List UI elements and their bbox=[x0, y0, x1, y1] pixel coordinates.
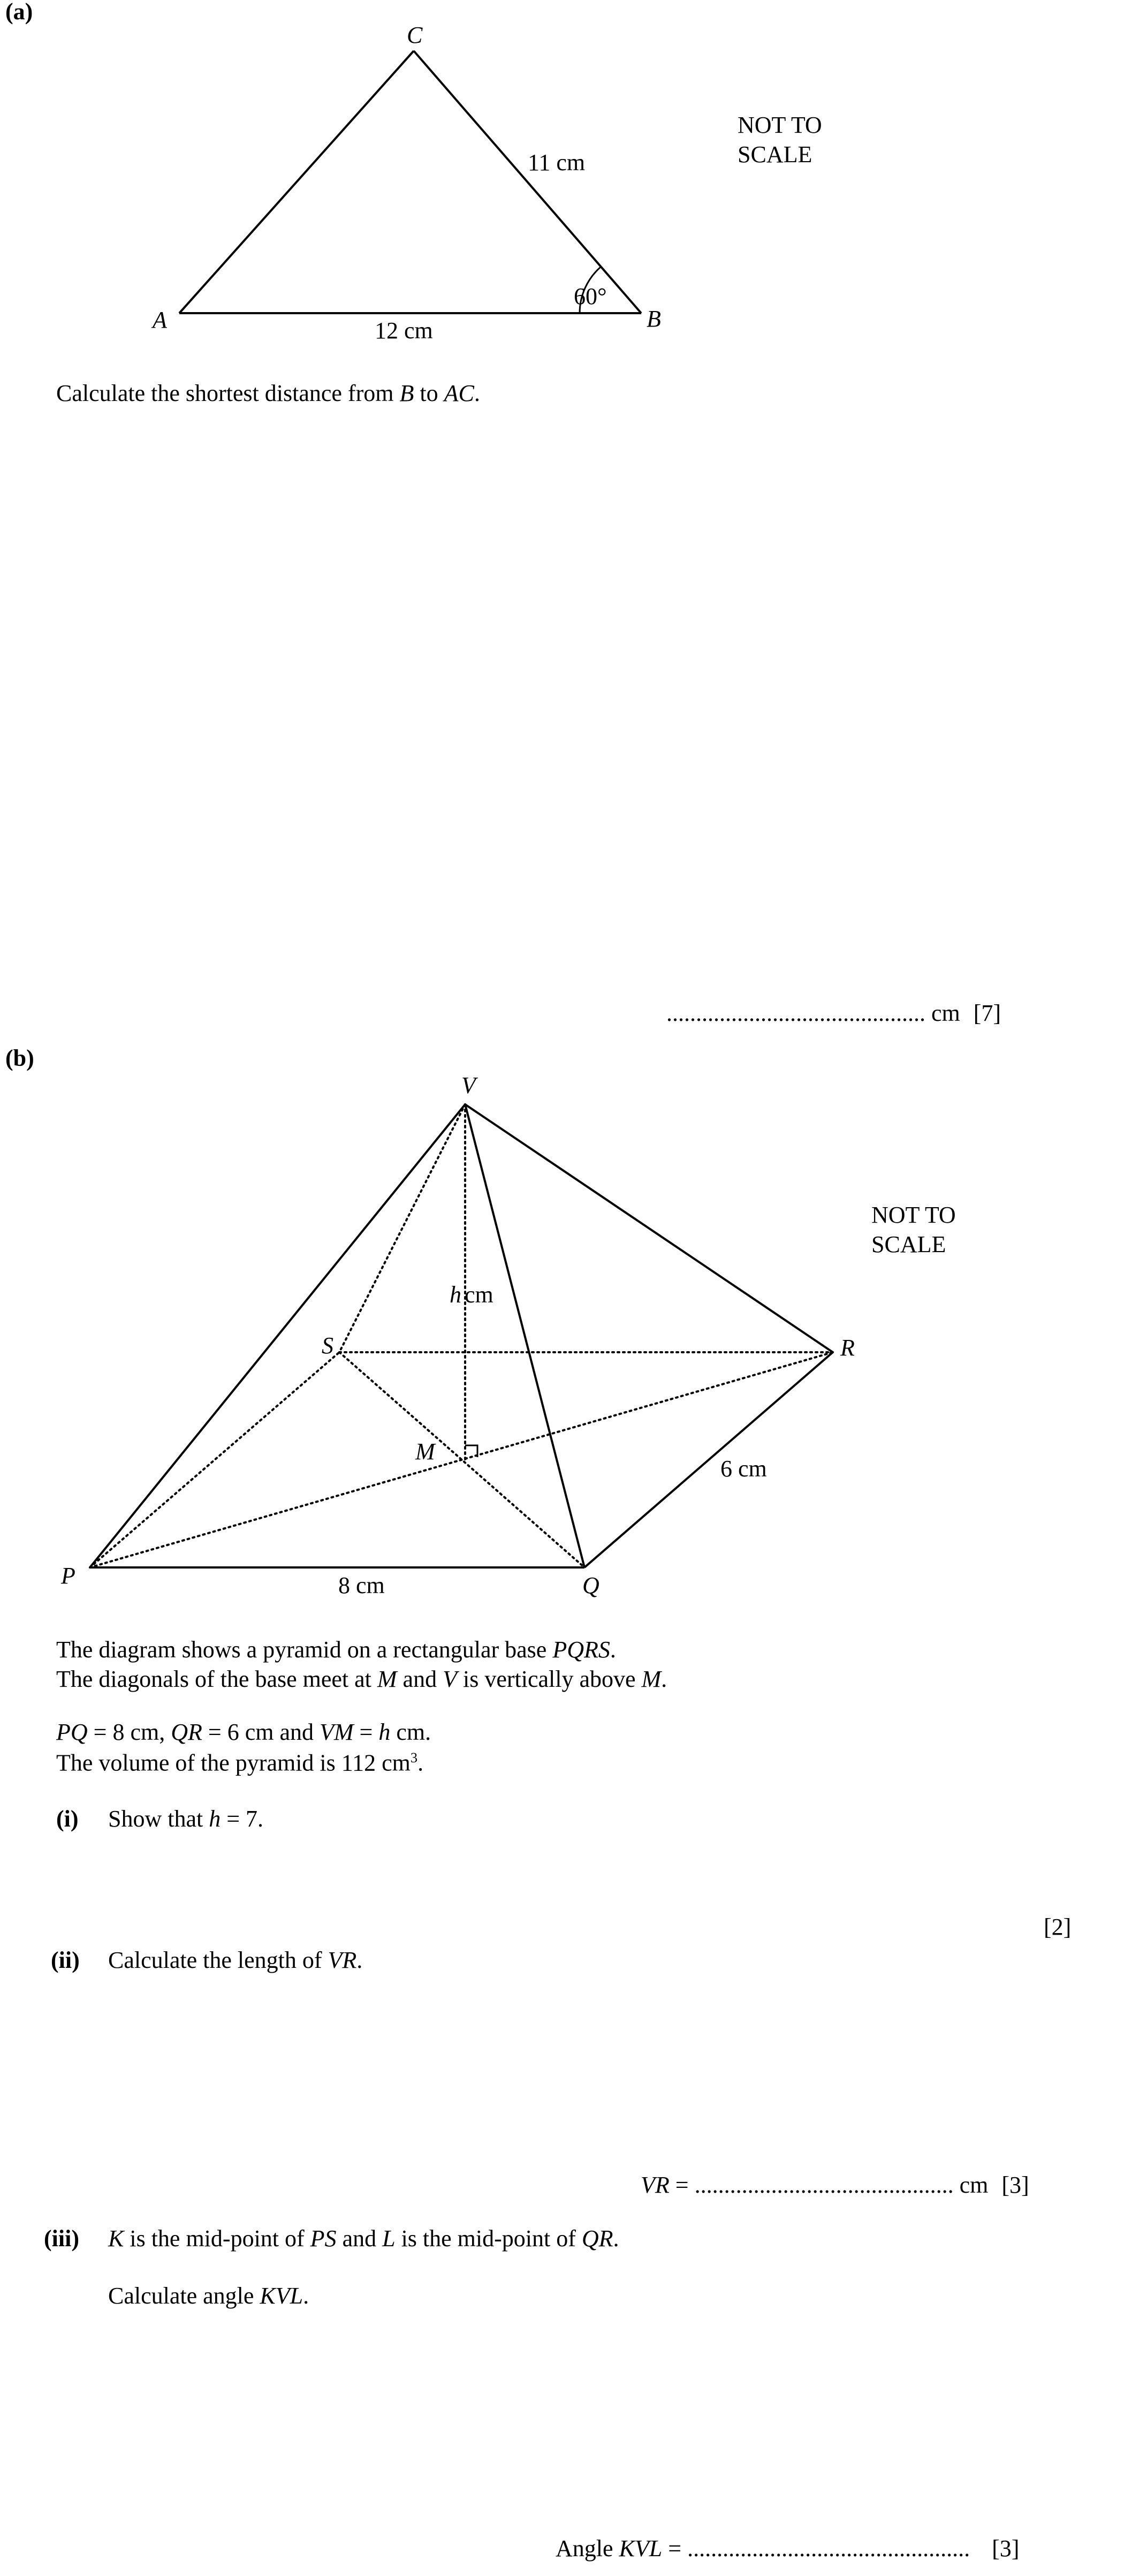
part-b-intro-line4: The volume of the pyramid is 112 cm3. bbox=[56, 1749, 424, 1776]
marks: [3] bbox=[1001, 2172, 1029, 2198]
question-i-label: (i) bbox=[56, 1806, 79, 1832]
vertex-b-label: B bbox=[647, 306, 661, 332]
side-cb bbox=[413, 50, 642, 314]
question-i-marks: [2] bbox=[1044, 1914, 1072, 1940]
question-i-text: Show that h = 7. bbox=[108, 1806, 264, 1832]
part-b-intro-line2: The diagonals of the base meet at M and … bbox=[56, 1666, 667, 1692]
angle-b-arc bbox=[579, 266, 602, 314]
side-ab-length: 12 cm bbox=[375, 317, 433, 344]
answer-dots[interactable]: ........................................… bbox=[694, 2172, 954, 2198]
marks: [7] bbox=[973, 1000, 1001, 1026]
vertex-q-label: Q bbox=[582, 1572, 599, 1598]
edge-vr bbox=[464, 1103, 834, 1353]
triangle-abc-figure: C A B 11 cm 12 cm 60° NOT TO SCALE bbox=[151, 22, 822, 344]
not-to-scale-line1: NOT TO bbox=[871, 1202, 956, 1228]
question-iii-answer-line[interactable]: Angle KVL = ............................… bbox=[556, 2535, 1020, 2562]
part-a-answer-line[interactable]: ........................................… bbox=[666, 1002, 1001, 1025]
vertex-r-label: R bbox=[840, 1335, 855, 1361]
question-ii-text: Calculate the length of VR. bbox=[108, 1947, 363, 1973]
answer-unit: cm bbox=[931, 1000, 960, 1026]
edge-qr bbox=[583, 1351, 834, 1569]
edge-vs bbox=[338, 1103, 466, 1353]
part-b-intro-line1: The diagram shows a pyramid on a rectang… bbox=[56, 1636, 616, 1663]
right-angle-marker bbox=[465, 1444, 479, 1457]
question-ii-label: (ii) bbox=[51, 1947, 80, 1973]
question-iii-instruction: Calculate angle KVL. bbox=[108, 2283, 309, 2309]
angle-b-value: 60° bbox=[574, 283, 607, 309]
side-ac bbox=[178, 50, 415, 314]
not-to-scale-line1: NOT TO bbox=[738, 112, 822, 138]
question-iii-label: (iii) bbox=[44, 2225, 79, 2252]
diagonal-sq bbox=[338, 1351, 586, 1569]
marks: [3] bbox=[992, 2535, 1020, 2562]
vertex-m-label: M bbox=[415, 1438, 436, 1465]
not-to-scale-line2: SCALE bbox=[871, 1231, 946, 1257]
side-pq-length: 8 cm bbox=[338, 1572, 385, 1598]
side-cb-length: 11 cm bbox=[528, 149, 585, 176]
vertex-s-label: S bbox=[322, 1332, 333, 1359]
edge-vq bbox=[464, 1104, 586, 1568]
answer-unit: cm bbox=[959, 2172, 989, 2198]
edge-ps bbox=[89, 1351, 340, 1569]
vertex-p-label: P bbox=[60, 1563, 75, 1589]
part-b-intro-line3: PQ = 8 cm, QR = 6 cm and VM = h cm. bbox=[56, 1719, 431, 1745]
question-ii-answer-line[interactable]: VR = ...................................… bbox=[641, 2172, 1029, 2198]
vertex-a-label: A bbox=[151, 307, 168, 333]
part-a-question: Calculate the shortest distance from B t… bbox=[56, 380, 480, 406]
answer-lhs: VR bbox=[641, 2172, 670, 2198]
part-b-label: (b) bbox=[5, 1045, 34, 1071]
vertex-v-label: V bbox=[461, 1072, 479, 1098]
vertex-c-label: C bbox=[407, 22, 423, 48]
answer-dots[interactable]: ........................................… bbox=[666, 1000, 925, 1026]
side-qr-length: 6 cm bbox=[720, 1456, 767, 1482]
answer-dots[interactable]: ........................................… bbox=[687, 2535, 970, 2562]
edge-vp bbox=[89, 1103, 466, 1569]
question-iii-text: K is the mid-point of PS and L is the mi… bbox=[108, 2225, 619, 2252]
not-to-scale-line2: SCALE bbox=[738, 141, 812, 168]
part-a-label: (a) bbox=[5, 0, 33, 25]
